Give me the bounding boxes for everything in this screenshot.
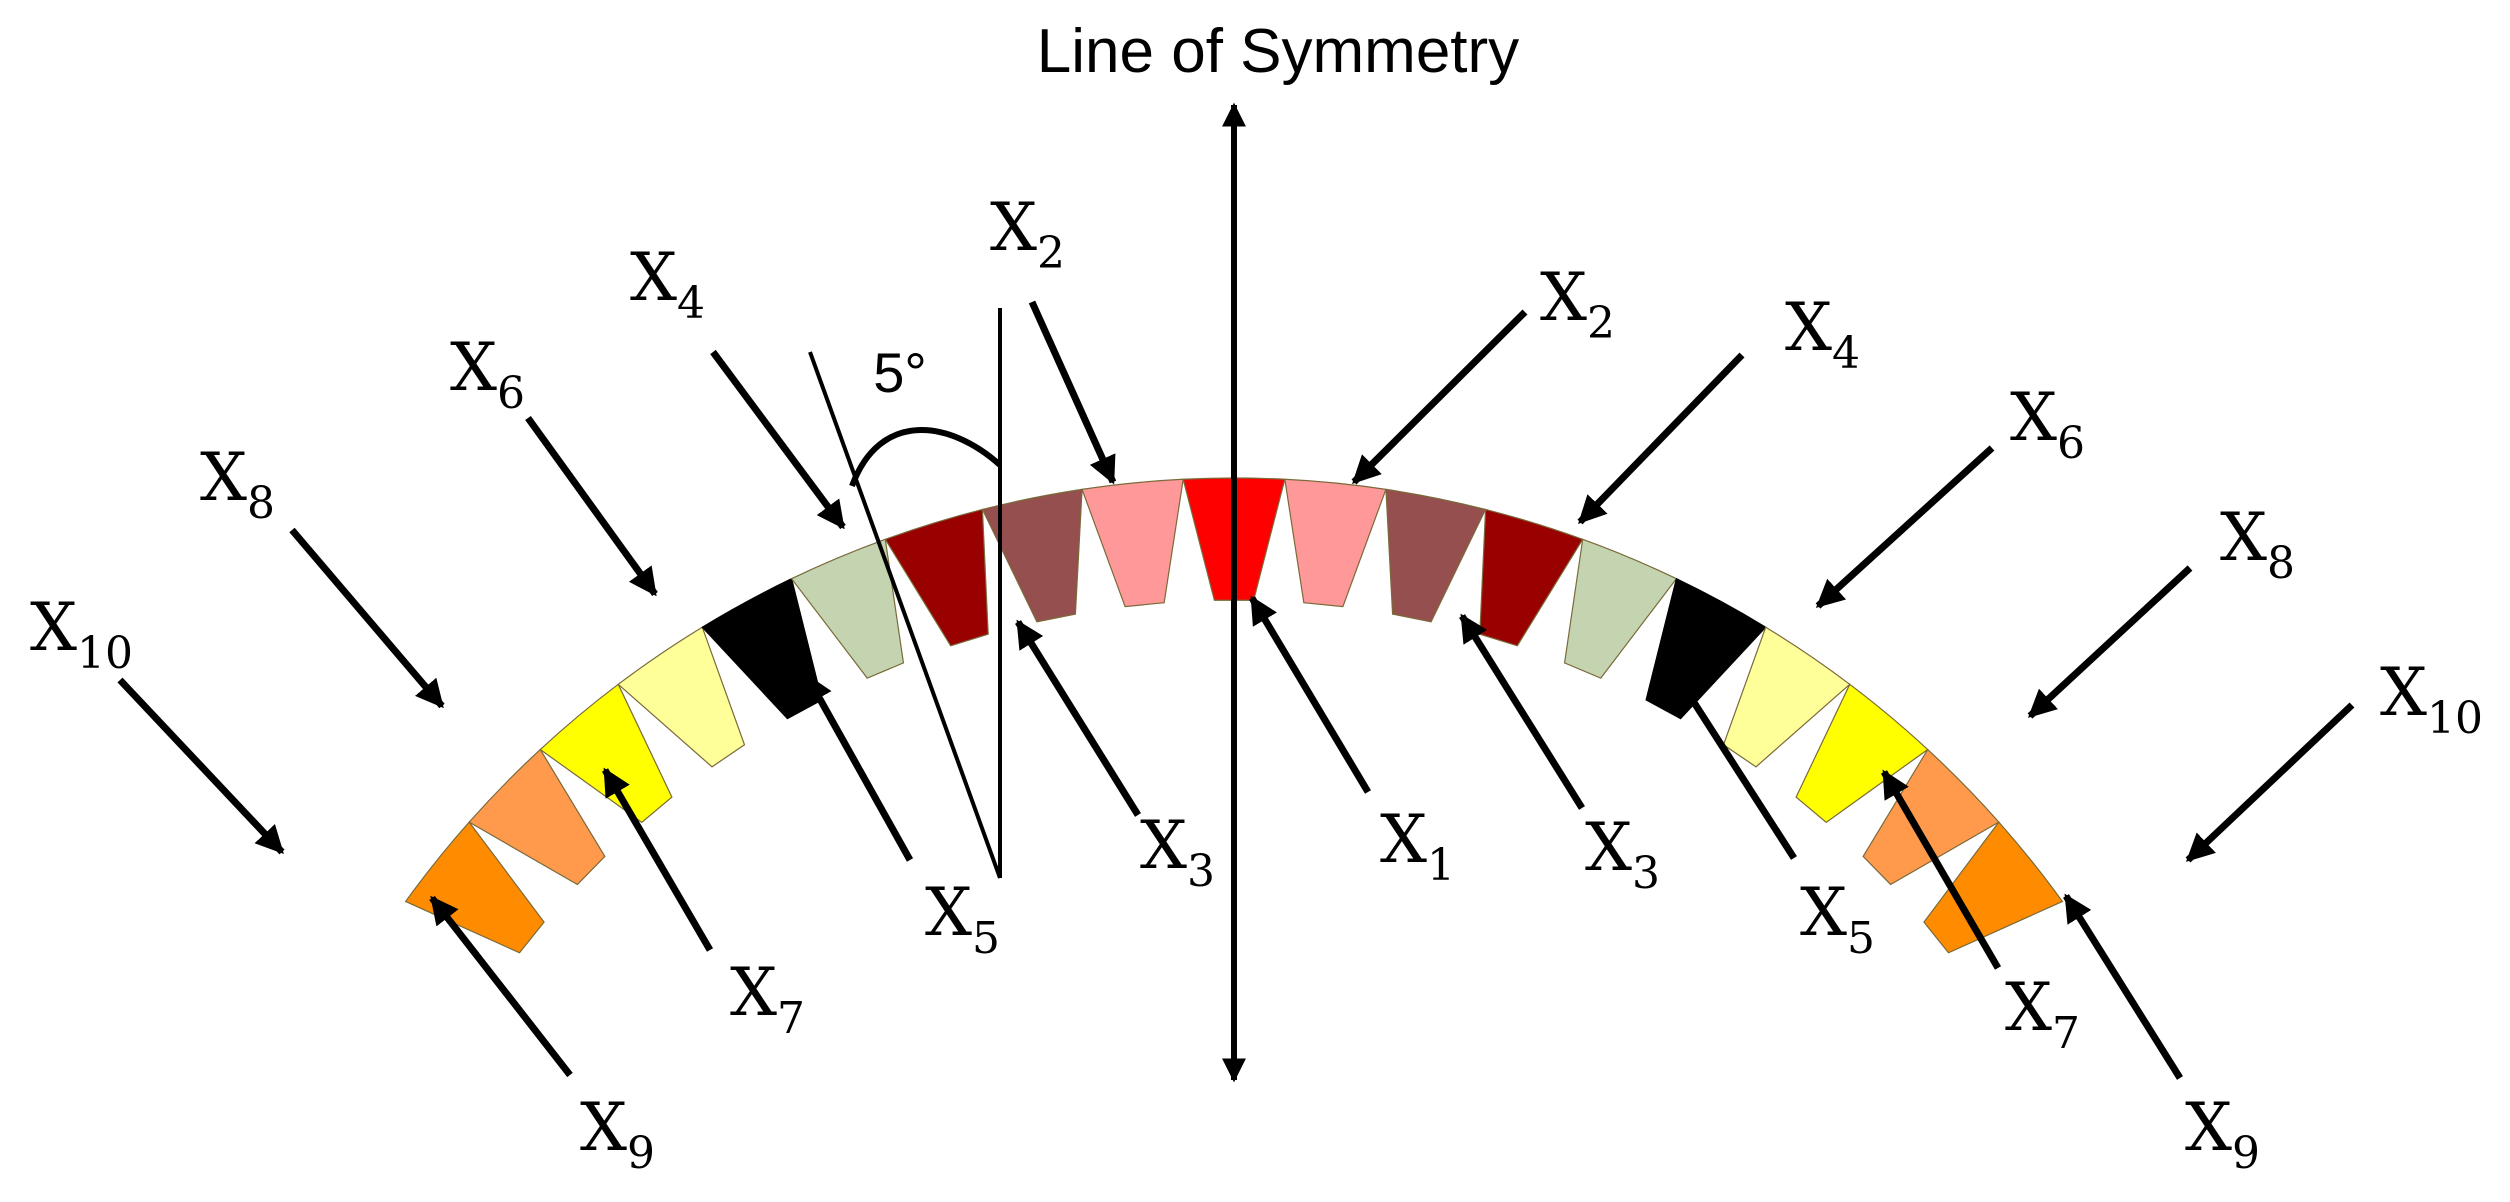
diagram-title: Line of Symmetry — [1037, 17, 1519, 86]
label-subscript: 3 — [1187, 846, 1215, 897]
segment-x2-left — [1081, 478, 1184, 608]
label-subscript: 5 — [972, 913, 1000, 964]
arrow-x10-left — [117, 677, 285, 855]
segment-x7-right — [1722, 626, 1851, 768]
arc-segments — [404, 477, 2064, 954]
label-x7-left: X7 — [730, 954, 805, 1044]
label-x6-left: X6 — [450, 329, 525, 419]
label-subscript: 6 — [497, 368, 525, 419]
label-subscript: 2 — [1037, 228, 1065, 279]
label-x4-right: X4 — [1785, 289, 1860, 379]
label-subscript: 9 — [2232, 1128, 2260, 1179]
arrow-x5-right — [1674, 673, 1797, 860]
segment-x6-left — [701, 577, 823, 720]
arrow-x3-right — [1459, 613, 1585, 810]
arrow-x8-right — [2027, 565, 2193, 719]
label-x7-right: X7 — [2005, 969, 2080, 1059]
label-x2-right: X2 — [1540, 259, 1615, 349]
label-subscript: 6 — [2057, 418, 2085, 469]
segment-x9-right — [1862, 748, 2000, 886]
arrow-x7-right — [1880, 769, 2002, 970]
label-x1-center: X1 — [1380, 801, 1455, 891]
arrow-x9-right — [2063, 893, 2183, 1080]
arrow-x2-left — [1028, 300, 1117, 485]
angle-arc — [849, 427, 1003, 488]
label-x10-right: X10 — [2380, 654, 2483, 744]
segment-x3-left — [981, 488, 1083, 623]
segment-x10-right — [1923, 821, 2064, 954]
label-x3-left: X3 — [1140, 807, 1215, 897]
arrow-x3-left — [1015, 619, 1141, 817]
segment-x9-left — [468, 748, 606, 886]
arrow-x4-right — [1577, 352, 1745, 525]
segment-x5-right — [1563, 538, 1678, 679]
segment-x4-right — [1479, 508, 1584, 647]
arrow-x5-left — [803, 673, 914, 862]
label-x9-left: X9 — [580, 1089, 655, 1179]
label-x6-right: X6 — [2010, 379, 2085, 469]
segment-x7-left — [617, 626, 746, 768]
label-x4-left: X4 — [630, 239, 705, 329]
segment-x3-right — [1385, 488, 1487, 623]
label-subscript: 1 — [1427, 840, 1455, 891]
label-subscript: 3 — [1632, 848, 1660, 899]
arrow-x7-left — [601, 767, 714, 952]
label-subscript: 7 — [777, 993, 805, 1044]
label-subscript: 10 — [2427, 693, 2483, 744]
label-subscript: 7 — [2052, 1008, 2080, 1059]
label-x10-left: X10 — [30, 589, 133, 679]
arrow-x6-left — [525, 415, 658, 597]
label-arrows — [117, 300, 2355, 1080]
segment-x5-left — [790, 538, 905, 679]
label-x9-right: X9 — [2185, 1089, 2260, 1179]
label-x3-right: X3 — [1585, 809, 1660, 899]
label-subscript: 10 — [77, 628, 133, 679]
arrow-x9-left — [429, 895, 573, 1078]
label-subscript: 9 — [627, 1128, 655, 1179]
label-x5-left: X5 — [925, 874, 1000, 964]
arrow-x8-left — [289, 527, 445, 709]
arrow-x10-right — [2185, 702, 2355, 863]
label-subscript: 8 — [247, 478, 275, 529]
label-x2-left: X2 — [990, 189, 1065, 279]
segment-x2-right — [1284, 478, 1387, 608]
angle-guides — [808, 308, 1003, 879]
label-subscript: 2 — [1587, 298, 1615, 349]
label-subscript: 8 — [2267, 538, 2295, 589]
arrow-x2-right — [1351, 309, 1528, 485]
inclined-reference-line — [808, 351, 1002, 879]
label-subscript: 4 — [1832, 328, 1860, 379]
segment-x4-left — [884, 508, 989, 647]
label-x8-left: X8 — [200, 439, 275, 529]
segment-x8-right — [1795, 683, 1929, 824]
label-subscript: 4 — [677, 278, 705, 329]
label-subscript: 5 — [1847, 913, 1875, 964]
segment-x10-left — [404, 821, 545, 954]
angle-label: 5° — [873, 341, 927, 404]
label-x5-right: X5 — [1800, 874, 1875, 964]
label-x8-right: X8 — [2220, 499, 2295, 589]
segment-x8-left — [539, 683, 673, 824]
arrow-x4-left — [710, 349, 846, 530]
arrow-x1-center — [1248, 595, 1372, 794]
arrow-x6-right — [1815, 445, 1995, 609]
